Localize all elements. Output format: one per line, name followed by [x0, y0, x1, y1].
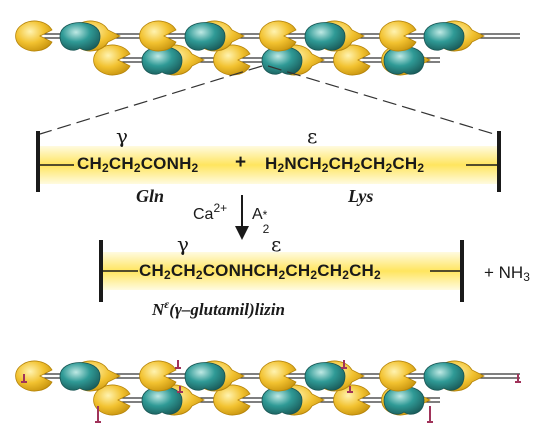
fibrin-polymer-bottom-crosslinked	[15, 360, 521, 423]
epsilon-label-top: ε	[307, 124, 318, 148]
d-domain-monomer	[93, 44, 131, 76]
d-domain-monomer	[15, 20, 53, 52]
plus-sign: +	[235, 152, 247, 173]
lys-name: Lys	[348, 186, 374, 206]
e-domain-monomer	[423, 362, 465, 391]
product-band	[99, 240, 464, 302]
epsilon-label-mid: ε	[271, 232, 282, 256]
d-domain-monomer	[15, 360, 53, 392]
d-domain-monomer	[139, 20, 177, 52]
d-domain-monomer	[333, 44, 371, 76]
d-domain-monomer	[213, 44, 251, 76]
d-domain-monomer	[379, 360, 417, 392]
d-domain-monomer	[259, 20, 297, 52]
d-domain-monomer	[379, 20, 417, 52]
d-domain-monomer	[139, 360, 177, 392]
e-domain-monomer	[184, 22, 226, 51]
enzyme-label: A*2	[252, 206, 270, 236]
e-domain-monomer	[59, 22, 101, 51]
gln-name: Gln	[136, 186, 165, 206]
e-domain-monomer	[423, 22, 465, 51]
d-domain-monomer	[259, 360, 297, 392]
fibrin-polymer-top	[15, 20, 520, 76]
zoom-lines	[39, 65, 495, 135]
reaction-arrow	[235, 195, 249, 240]
lysine-formula: H2NCH2CH2CH2CH2	[265, 154, 425, 175]
ammonia-byproduct: + NH3	[484, 263, 530, 284]
gamma-label-mid: γ	[177, 232, 189, 256]
gamma-label-top: γ	[116, 124, 128, 148]
isopeptide-formula: CH2CH2CONHCH2CH2CH2CH2	[139, 261, 381, 282]
d-domain-monomer	[333, 384, 371, 416]
d-domain-monomer	[93, 384, 131, 416]
e-domain-monomer	[184, 362, 226, 391]
glutamine-formula: CH2CH2CONH2	[77, 154, 199, 175]
e-domain-monomer	[304, 362, 346, 391]
reactant-band	[36, 131, 501, 192]
e-domain-monomer	[59, 362, 101, 391]
calcium-label: Ca2+	[193, 201, 228, 223]
d-domain-monomer	[213, 384, 251, 416]
e-domain-monomer	[304, 22, 346, 51]
product-name: Nε(γ–glutamil)lizin	[152, 297, 285, 319]
